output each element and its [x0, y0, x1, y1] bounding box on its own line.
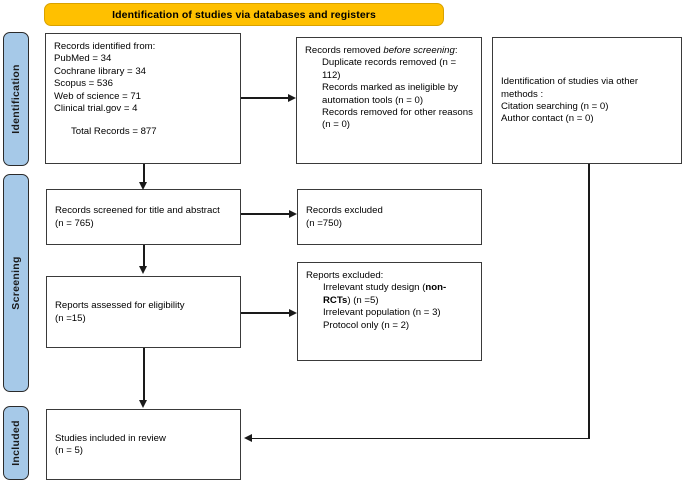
reports-excluded-item-2: Irrelevant population (n = 3): [323, 307, 441, 319]
records-identified-source-2: Cochrane library = 34: [54, 65, 146, 77]
connector-screened-to-assessed-arrowhead: [139, 266, 148, 274]
box-reports-assessed: Reports assessed for eligibility (n =15): [46, 276, 241, 348]
records-removed-title-colon: :: [454, 45, 458, 56]
connector-identified-to-removed-arrowhead: [288, 93, 296, 102]
connector-assessed-to-included-arrowhead: [139, 400, 148, 408]
connector-other-methods-vertical-line: [588, 164, 590, 439]
stage-included-label: Included: [10, 420, 22, 466]
reports-excluded-item-1-post: ) (n =5): [347, 294, 379, 306]
connector-identified-to-screened-line: [143, 164, 145, 184]
connector-screened-to-excluded-arrowhead: [289, 209, 297, 218]
connector-screened-to-assessed-line: [143, 245, 145, 268]
connector-assessed-to-reports-excluded-line: [241, 312, 289, 314]
box-studies-included: Studies included in review (n = 5): [46, 409, 241, 480]
records-identified-spacer: [54, 115, 232, 126]
records-identified-source-1: PubMed = 34: [54, 53, 112, 65]
studies-included-count: (n = 5): [55, 445, 83, 456]
box-other-methods: Identification of studies via other meth…: [492, 37, 682, 164]
other-methods-line-2: Author contact (n = 0): [501, 113, 594, 125]
records-removed-title-plain: Records removed: [305, 45, 384, 56]
records-removed-item-1: Duplicate records removed (n = 112): [322, 57, 457, 81]
records-removed-item-3: Records removed for other reasons (n = 0…: [322, 107, 473, 131]
reports-assessed-count: (n =15): [55, 312, 86, 324]
reports-excluded-item-1: Irrelevant study design (non-RCTs) (n =5…: [306, 282, 473, 307]
records-removed-title-italic: before screening: [383, 45, 455, 56]
reports-excluded-item-1-pre: Irrelevant study design (: [323, 282, 426, 294]
stage-included: Included: [3, 406, 29, 480]
box-reports-excluded: Reports excluded: Irrelevant study desig…: [297, 262, 482, 361]
banner-label: Identification of studies via databases …: [112, 8, 376, 21]
records-identified-source-4: Web of science = 71: [54, 90, 142, 102]
studies-included-title: Studies included in review: [55, 432, 166, 444]
reports-excluded-item-3: Protocol only (n = 2): [323, 319, 410, 331]
connector-identified-to-removed-line: [241, 97, 288, 99]
reports-excluded-item-1-bold: non-RCTs: [323, 282, 447, 306]
banner-identification-databases: Identification of studies via databases …: [44, 3, 444, 26]
records-removed-item-2: Records marked as ineligible by automati…: [322, 82, 458, 106]
records-screened-title: Records screened for title and abstract: [55, 205, 220, 217]
connector-screened-to-excluded-line: [241, 213, 289, 215]
reports-assessed-title: Reports assessed for eligibility: [55, 300, 185, 312]
connector-identified-to-screened-arrowhead: [139, 182, 148, 190]
reports-excluded-title: Reports excluded:: [306, 270, 384, 281]
records-excluded-count: (n =750): [306, 217, 342, 229]
connector-assessed-to-included-line: [143, 348, 145, 402]
connector-other-methods-horizontal-line: [252, 437, 590, 440]
records-identified-source-3: Scopus = 536: [54, 78, 113, 90]
records-removed-title: Records removed before screening:: [305, 45, 473, 57]
records-screened-count: (n = 765): [55, 217, 94, 229]
records-identified-title: Records identified from:: [54, 41, 156, 52]
stage-screening-label: Screening: [10, 256, 22, 310]
other-methods-title: Identification of studies via other meth…: [501, 76, 639, 100]
box-records-identified: Records identified from: PubMed = 34 Coc…: [45, 33, 241, 164]
stage-identification-label: Identification: [10, 64, 22, 134]
records-identified-source-5: Clinical trial.gov = 4: [54, 103, 138, 115]
box-records-excluded: Records excluded (n =750): [297, 189, 482, 245]
stage-screening: Screening: [3, 174, 29, 392]
records-excluded-title: Records excluded: [306, 205, 383, 217]
stage-identification: Identification: [3, 32, 29, 166]
connector-other-methods-arrowhead: [244, 434, 252, 442]
connector-assessed-to-reports-excluded-arrowhead: [289, 308, 297, 317]
box-records-removed: Records removed before screening: Duplic…: [296, 37, 482, 164]
other-methods-line-1: Citation searching (n = 0): [501, 101, 609, 112]
box-records-screened: Records screened for title and abstract …: [46, 189, 241, 245]
records-identified-total: Total Records = 877: [71, 126, 157, 138]
